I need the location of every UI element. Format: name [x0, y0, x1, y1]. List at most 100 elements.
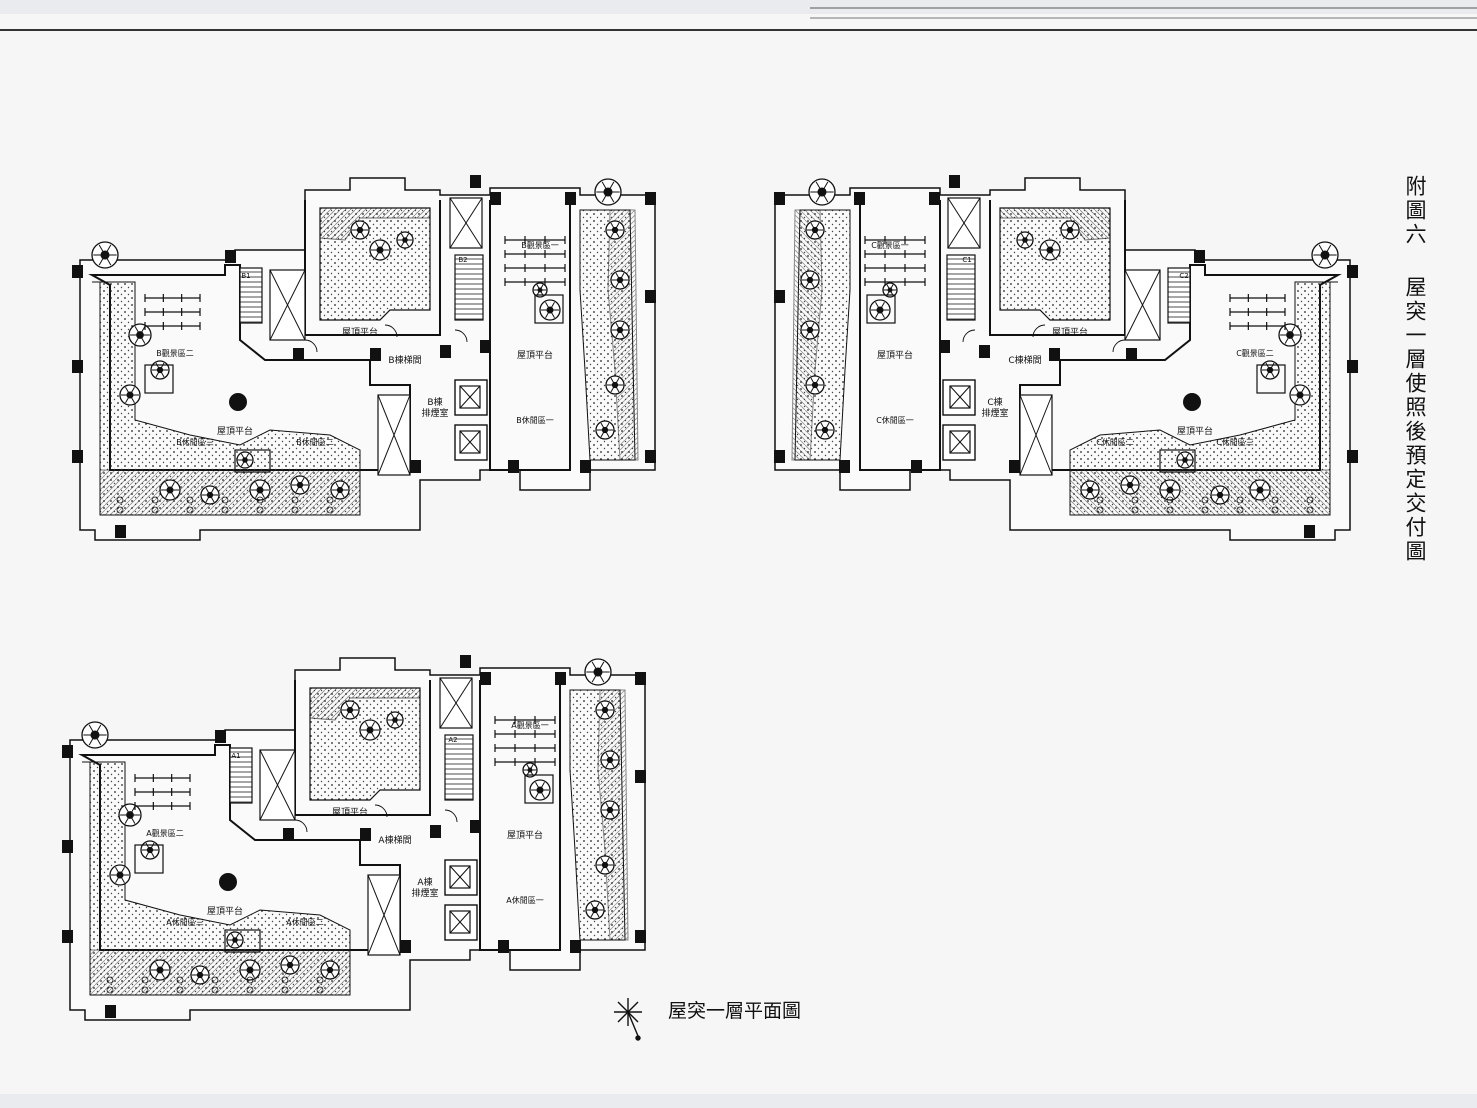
tree-core [887, 287, 893, 293]
tree-core [616, 326, 624, 334]
shaft-cross [1124, 269, 1161, 341]
drawing-caption: 屋突一層平面圖 [668, 1000, 802, 1022]
shaft-cross [449, 910, 471, 934]
tree-core [126, 391, 134, 399]
column [774, 192, 785, 205]
tree-core [296, 481, 304, 489]
column [430, 825, 441, 838]
shaft-cross [439, 677, 473, 729]
column [1194, 250, 1205, 263]
shrub [141, 986, 149, 994]
tree-core [811, 381, 819, 389]
shaft-cross [949, 385, 971, 409]
planter-box [234, 449, 271, 473]
tree-core [546, 306, 554, 314]
plan-labels: 屋頂平台屋頂平台屋頂平台A棟梯間A棟排煙室A休閒區一A休閒區二A休閒區三A觀景區… [146, 720, 548, 927]
tree-core [126, 811, 134, 819]
shaft-cross [367, 874, 401, 956]
column [1049, 348, 1060, 361]
tree-core [1046, 246, 1054, 254]
column [1347, 265, 1358, 278]
tree-core [356, 226, 364, 234]
tree-core [1126, 481, 1134, 489]
label-stair-1: B1 [241, 272, 250, 280]
tree-core [196, 971, 204, 979]
label-smoke-room: C棟 [987, 396, 1002, 408]
tree-core [537, 287, 543, 293]
tree-core [156, 966, 164, 974]
shaft-cross [949, 430, 971, 454]
tree-core [876, 306, 884, 314]
label-roof-left: 屋頂平台 [1177, 425, 1213, 437]
tree-core [1266, 366, 1274, 374]
label-roof-right: 屋頂平台 [877, 349, 913, 361]
column [1304, 525, 1315, 538]
tree-core [593, 667, 603, 677]
tree-core [166, 486, 174, 494]
tree-core [1296, 391, 1304, 399]
column [939, 340, 950, 353]
tree-core [601, 861, 609, 869]
shrub [291, 496, 299, 504]
courtyard-hatch [319, 207, 431, 241]
column [929, 192, 940, 205]
planter-box [534, 294, 564, 324]
column [62, 745, 73, 758]
tree-core [256, 486, 264, 494]
tree-core [606, 756, 614, 764]
column [370, 348, 381, 361]
shaft-cross [459, 385, 481, 409]
tree-core [286, 961, 294, 969]
shrub [1131, 506, 1139, 514]
label-smoke-room: B棟 [427, 396, 442, 408]
shrub [1236, 496, 1244, 504]
tree-core [402, 237, 408, 243]
floor-plan-a: 屋頂平台屋頂平台屋頂平台A棟梯間A棟排煙室A休閒區一A休閒區二A休閒區三A觀景區… [62, 655, 646, 1021]
tree-core [527, 767, 533, 773]
sheet-title: 附圖六 屋突一層使照後預定交付圖 [1400, 175, 1430, 564]
plan-geometry [72, 175, 656, 541]
shrub [326, 506, 334, 514]
column [635, 930, 646, 943]
column [72, 360, 83, 373]
shrub [151, 496, 159, 504]
column [490, 192, 501, 205]
column [635, 770, 646, 783]
shrub [141, 976, 149, 984]
column [283, 828, 294, 841]
tree-core [1286, 331, 1294, 339]
tree-core [1320, 250, 1330, 260]
shaft-cross [259, 749, 296, 821]
tree-core [116, 871, 124, 879]
label-roof-top: 屋頂平台 [342, 326, 378, 338]
column [949, 175, 960, 188]
shrub [211, 976, 219, 984]
column [1347, 360, 1358, 373]
tree-core [811, 226, 819, 234]
tree-core [146, 846, 154, 854]
tree-core [136, 331, 144, 339]
column [580, 460, 591, 473]
shrub [211, 986, 219, 994]
shrub [316, 986, 324, 994]
tree-core [326, 966, 334, 974]
column [440, 345, 451, 358]
tree-core [1086, 486, 1094, 494]
label-smoke-room: 排煙室 [981, 407, 1008, 419]
shrub [256, 506, 264, 514]
planter-box [224, 929, 261, 953]
column [498, 940, 509, 953]
tree-core [817, 187, 827, 197]
column [62, 930, 73, 943]
shaft-cross [947, 197, 981, 249]
label-view-1: A觀景區一 [511, 720, 548, 730]
column [410, 460, 421, 473]
sheet-title-prefix: 附圖六 [1403, 175, 1427, 247]
tree-core [611, 226, 619, 234]
drain-icon [229, 393, 247, 411]
planter-box [524, 774, 554, 804]
tree-core [591, 906, 599, 914]
column [565, 192, 576, 205]
wall-court [304, 200, 441, 336]
